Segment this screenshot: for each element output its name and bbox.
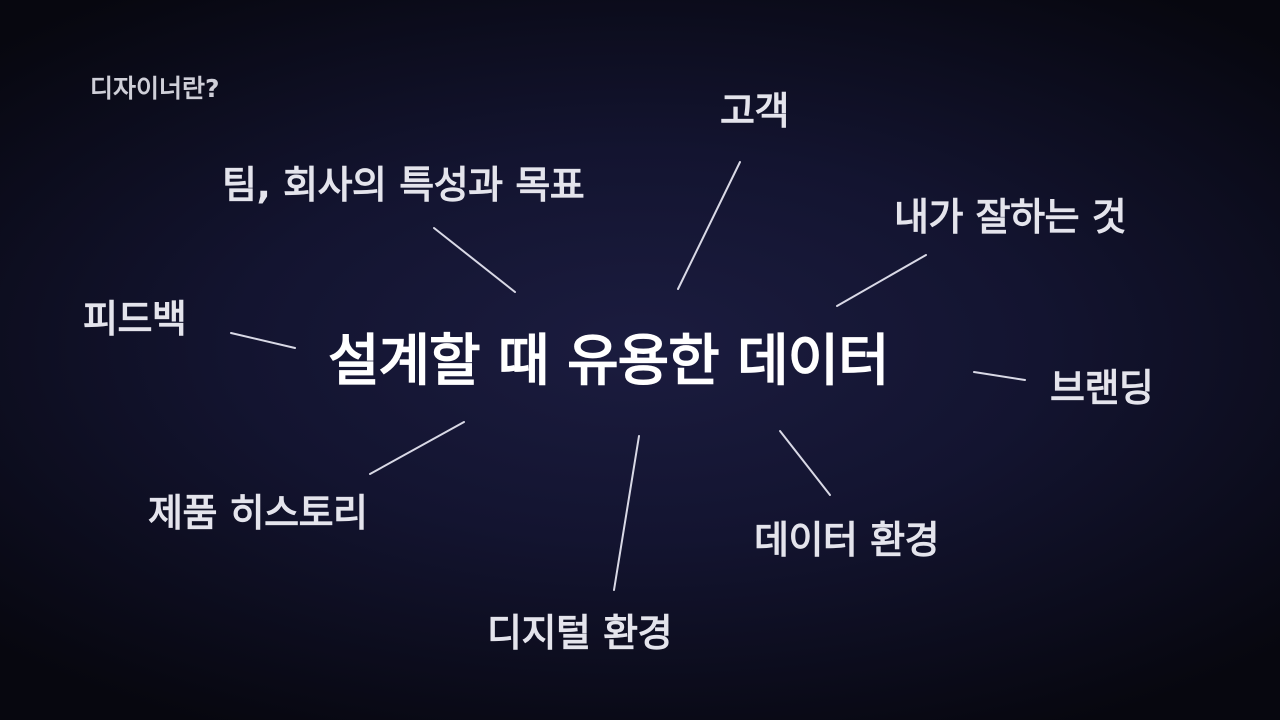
connector-branding (973, 371, 1026, 381)
node-product-history: 제품 히스토리 (148, 491, 368, 535)
center-topic: 설계할 때 유용한 데이터 (328, 329, 890, 394)
header-label: 디자이너란? (90, 74, 220, 103)
node-branding: 브랜딩 (1050, 366, 1154, 410)
connector-product-history (369, 421, 465, 475)
connector-data-environment (779, 430, 831, 496)
node-my-strengths: 내가 잘하는 것 (894, 195, 1127, 239)
connector-my-strengths (836, 254, 927, 307)
node-feedback: 피드백 (83, 297, 187, 341)
node-customer: 고객 (720, 89, 789, 133)
connector-team-company (433, 227, 516, 293)
node-data-environment: 데이터 환경 (754, 518, 940, 562)
node-team-company: 팀, 회사의 특성과 목표 (222, 163, 585, 207)
connector-customer (677, 161, 741, 290)
connector-digital-environment (613, 435, 640, 591)
node-digital-environment: 디지털 환경 (487, 611, 673, 655)
connector-feedback (230, 332, 296, 349)
